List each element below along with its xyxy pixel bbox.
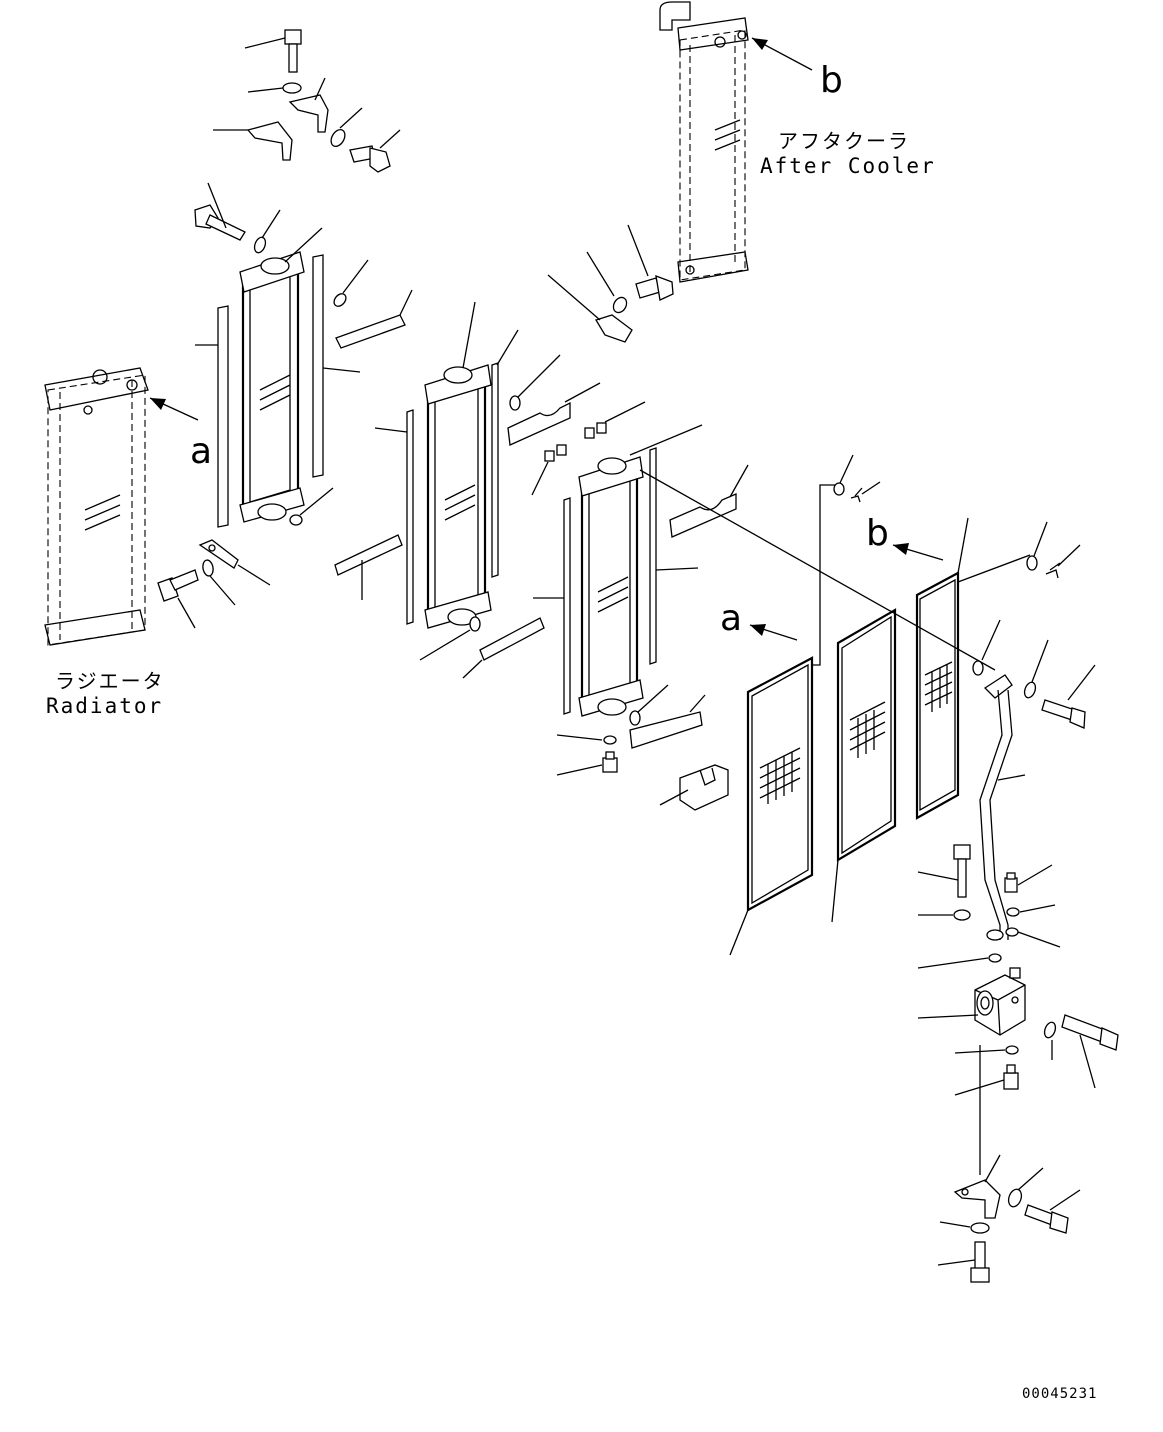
bolt-pipe-top [1023, 639, 1096, 729]
after-cooler-label-jp: アフタクーラ [778, 129, 910, 153]
bolt-after-cooler [627, 224, 674, 301]
core-3 [578, 424, 703, 717]
oring-valve-bottom [954, 1045, 1019, 1055]
drain-plug-2 [954, 1064, 1019, 1096]
radiator-assembly [44, 367, 149, 646]
drain-plug-1 [556, 751, 618, 776]
core-2 [424, 301, 492, 629]
washer-radiator-upper [253, 209, 281, 254]
core-1 [239, 227, 323, 523]
washer-bracket-bottom [1007, 1167, 1044, 1208]
oring-1-top [333, 259, 369, 307]
oring-2-top [509, 354, 561, 411]
seal-strip-2-right [491, 329, 519, 578]
arrow-a-lower [749, 624, 798, 641]
bracket-top-1 [288, 77, 329, 133]
bolt-valve-side [1061, 1014, 1119, 1089]
washer-top-2 [330, 107, 363, 148]
bolt-top-1 [244, 29, 302, 73]
clip-2 [1026, 521, 1081, 579]
bolt-bracket-bottom [1024, 1189, 1081, 1234]
radiator-label-en: Radiator [46, 694, 163, 718]
bolt-radiator-lower [157, 569, 199, 629]
bracket-after-cooler [547, 274, 633, 343]
seal-strip-3-right [649, 447, 699, 665]
drain-pipe [979, 674, 1026, 941]
ref-mark-a-left: a [190, 431, 212, 472]
washer-radiator-lower [202, 559, 236, 606]
plug-side [1004, 864, 1053, 893]
bolt-radiator-upper [194, 182, 246, 241]
support-block [659, 764, 729, 811]
seal-block-2 [334, 534, 403, 600]
cushion-pieces-1 [584, 401, 646, 439]
oring-2-bottom [419, 616, 481, 661]
radiator-label-jp: ラジエータ [55, 669, 165, 693]
bolt-pipe-mount [917, 844, 971, 898]
washer-top-1 [247, 82, 302, 94]
screen-net-1 [729, 656, 814, 956]
oring-side-1 [1006, 904, 1056, 917]
drain-valve [917, 967, 1026, 1036]
washer-valve-side [1043, 1021, 1057, 1060]
after-cooler-label-en: After Cooler [760, 154, 936, 178]
ref-mark-a-lower: a [720, 598, 742, 639]
ref-mark-b-top: b [820, 60, 843, 101]
seal-strip-3-left [533, 497, 571, 715]
washer-pipe-mount [918, 909, 971, 921]
bolt-top-2 [349, 129, 401, 173]
bracket-top-2 [213, 121, 293, 161]
reference-lines [639, 469, 1031, 671]
clip-1 [833, 454, 881, 503]
arrow-a-left [149, 397, 199, 421]
washer-after-cooler [586, 251, 628, 314]
after-cooler-assembly [659, 1, 749, 283]
oring-side-2 [1005, 927, 1061, 948]
packing-shaped-1 [507, 382, 601, 446]
bracket-bottom [953, 1154, 1001, 1219]
washer-bottom [939, 1221, 990, 1234]
seal-strip-2-left [374, 409, 414, 625]
drawing-number: 00045231 [1022, 1386, 1097, 1402]
ref-mark-b-lower: b [866, 513, 889, 554]
oring-pipe-top [972, 619, 1001, 676]
oring-drain-1 [556, 734, 617, 745]
bolt-bottom [937, 1241, 990, 1283]
packing-shaped-2 [669, 464, 749, 538]
screen-net-3 [915, 517, 969, 820]
screen-net-2 [831, 608, 897, 923]
oring-3-bottom [629, 684, 669, 726]
seal-block-2-lower [462, 617, 545, 679]
seal-strip-1-right [312, 254, 361, 478]
arrow-b-top [751, 37, 813, 71]
oring-1-bottom [289, 487, 334, 526]
bracket-radiator-lower [198, 539, 271, 586]
arrow-b-lower [892, 543, 944, 561]
seal-block-1-top [335, 289, 413, 349]
oring-valve-top [917, 953, 1002, 969]
seal-block-3 [629, 694, 706, 749]
seal-strip-1-left [195, 305, 229, 528]
cushion-pieces-2 [531, 444, 567, 496]
